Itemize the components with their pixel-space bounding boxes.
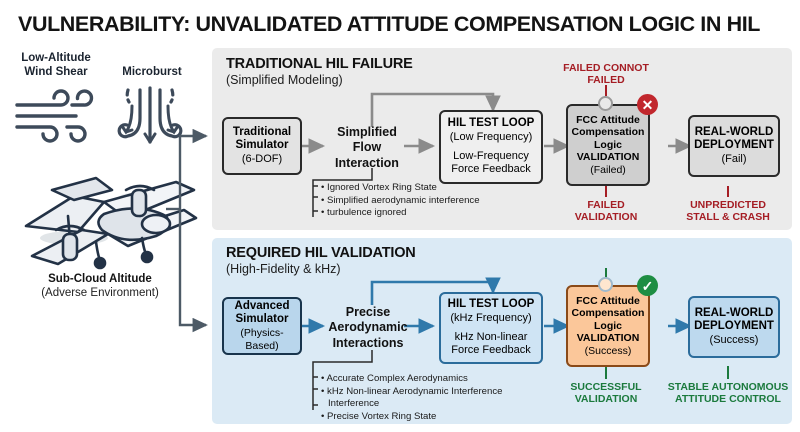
bullets-required: • Accurate Complex Aerodynamics • kHz No… bbox=[321, 373, 502, 424]
caption-line1: UNPREDICTED bbox=[690, 199, 766, 211]
stage-line4: VALIDATION bbox=[576, 332, 640, 345]
altitude-caption: Sub-Cloud Altitude (Adverse Environment) bbox=[2, 272, 198, 301]
stage-line5: (Success) bbox=[584, 344, 632, 357]
altitude-caption-line2: (Adverse Environment) bbox=[41, 287, 159, 300]
bullet-item: • turbulence ignored bbox=[321, 207, 407, 219]
bullet-item: • kHz Non-linear Aerodynamic Interferenc… bbox=[321, 385, 503, 397]
stage-real-world-deployment-success[interactable]: REAL-WORLD DEPLOYMENT (Success) bbox=[688, 296, 780, 358]
stage-line1: Precise bbox=[345, 305, 391, 319]
stage-hil-test-loop-khz[interactable]: HIL TEST LOOP (kHz Frequency) kHz Non-li… bbox=[439, 292, 543, 364]
wind-shear-label-line2: Wind Shear bbox=[24, 65, 88, 78]
stage-line4: Force Feedback bbox=[451, 344, 531, 357]
stage-line1: Advanced bbox=[234, 299, 290, 312]
bullet-text: Interference bbox=[328, 398, 380, 410]
caption-failed-validation: FAILED VALIDATION bbox=[556, 199, 656, 224]
knob-label-line2: FAILED bbox=[587, 74, 625, 87]
stage-line2: Simulator bbox=[235, 313, 289, 326]
stage-line3: Logic bbox=[594, 138, 622, 151]
stage-line3: (Success) bbox=[709, 334, 759, 347]
fail-x-badge: ✕ bbox=[637, 94, 658, 115]
stage-line2: (Low Frequency) bbox=[449, 131, 533, 144]
bullet-text: turbulence ignored bbox=[327, 207, 407, 219]
bullets-traditional: • Ignored Vortex Ring State • Simplified… bbox=[321, 182, 480, 220]
bullet-text: kHz Non-linear Aerodynamic Interference bbox=[327, 385, 503, 397]
bullet-text: Ignored Vortex Ring State bbox=[327, 182, 437, 193]
stage-line1: FCC Attitude bbox=[576, 113, 640, 126]
wind-shear-label-line1: Low-Altitude bbox=[21, 52, 91, 64]
stage-precise-aerodynamic-interactions: Precise Aerodynamic Interactions bbox=[327, 305, 409, 351]
stage-line3: (6-DOF) bbox=[241, 153, 283, 166]
caption-line1: STABLE AUTONOMOUS bbox=[667, 381, 789, 393]
bullet-text: Precise Vortex Ring State bbox=[327, 410, 437, 422]
wind-shear-label: Low-Altitude Wind Shear bbox=[6, 52, 106, 79]
stage-simplified-flow-interaction: Simplified Flow Interaction bbox=[327, 125, 407, 171]
panel-subtitle-traditional: (Simplified Modeling) bbox=[226, 73, 343, 87]
stage-line1: Traditional bbox=[232, 125, 292, 138]
knob-label-line1: FAILED CONNOT bbox=[563, 62, 649, 74]
panel-subtitle-required: (High-Fidelity & kHz) bbox=[226, 262, 341, 276]
caption-line2: VALIDATION bbox=[574, 211, 638, 224]
stage-line1: REAL-WORLD bbox=[694, 306, 774, 319]
stage-line5: (Failed) bbox=[590, 163, 626, 176]
altitude-caption-line1: Sub-Cloud Altitude bbox=[48, 273, 152, 285]
validation-knob-indicator-success bbox=[598, 277, 613, 292]
bullet-text: Simplified aerodynamic interference bbox=[327, 194, 480, 206]
bullet-item-continuation: Interference bbox=[321, 398, 502, 411]
stage-line2: Simulator bbox=[235, 139, 289, 152]
page-title: VULNERABILITY: UNVALIDATED ATTITUDE COMP… bbox=[18, 12, 760, 36]
caption-line1: SUCCESSFUL bbox=[570, 381, 642, 393]
stage-fcc-attitude-compensation-validation-success[interactable]: FCC Attitude Compensation Logic VALIDATI… bbox=[566, 285, 650, 367]
microburst-downdraft-icon bbox=[117, 86, 183, 144]
bullet-item: • Precise Vortex Ring State bbox=[321, 410, 437, 422]
stage-line3: Low-Frequency bbox=[453, 150, 529, 163]
stage-advanced-simulator[interactable]: Advanced Simulator (Physics-Based) bbox=[222, 297, 302, 355]
wind-shear-icon bbox=[15, 89, 94, 143]
stage-line3: Interaction bbox=[335, 155, 399, 170]
stage-traditional-simulator[interactable]: Traditional Simulator (6-DOF) bbox=[222, 117, 302, 175]
stage-line1: FCC Attitude bbox=[576, 294, 640, 307]
caption-line2: ATTITUDE CONTROL bbox=[675, 393, 781, 406]
stage-line2: Compensation bbox=[571, 126, 645, 139]
validation-knob-indicator-failed bbox=[598, 96, 613, 111]
stage-line3: Interactions bbox=[332, 335, 404, 350]
panel-title-traditional: TRADITIONAL HIL FAILURE bbox=[226, 56, 413, 72]
panel-title-required: REQUIRED HIL VALIDATION bbox=[226, 245, 416, 261]
bullet-item: • Accurate Complex Aerodynamics bbox=[321, 373, 468, 384]
stage-line3: Logic bbox=[594, 319, 622, 332]
caption-unpredicted-stall-crash: UNPREDICTED STALL & CRASH bbox=[668, 199, 788, 224]
stage-real-world-deployment-fail[interactable]: REAL-WORLD DEPLOYMENT (Fail) bbox=[688, 115, 780, 177]
stage-hil-test-loop-low-frequency[interactable]: HIL TEST LOOP (Low Frequency) Low-Freque… bbox=[439, 110, 543, 184]
stage-line4: Force Feedback bbox=[451, 163, 531, 176]
caption-line2: STALL & CRASH bbox=[686, 211, 770, 224]
bullet-text: Accurate Complex Aerodynamics bbox=[326, 373, 468, 384]
microburst-label: Microburst bbox=[122, 66, 182, 78]
stage-line1: HIL TEST LOOP bbox=[447, 298, 535, 311]
stage-line2: Compensation bbox=[571, 307, 645, 320]
caption-successful-validation: SUCCESSFUL VALIDATION bbox=[551, 381, 661, 406]
caption-line1: FAILED bbox=[587, 199, 625, 211]
stage-line2: DEPLOYMENT bbox=[694, 139, 774, 152]
stage-line2: Aerodynamic bbox=[328, 320, 408, 335]
stage-line2: (kHz Frequency) bbox=[450, 312, 532, 325]
stage-line1: Simplified bbox=[337, 125, 397, 139]
stage-line3: kHz Non-linear bbox=[454, 331, 528, 344]
caption-stable-autonomous-attitude-control: STABLE AUTONOMOUS ATTITUDE CONTROL bbox=[655, 381, 800, 406]
evtol-aircraft-icon bbox=[24, 176, 198, 270]
stage-line1: HIL TEST LOOP bbox=[447, 117, 535, 130]
success-check-badge: ✓ bbox=[637, 275, 658, 296]
stage-line2: DEPLOYMENT bbox=[694, 320, 774, 333]
bullet-item: • Ignored Vortex Ring State bbox=[321, 182, 437, 193]
stage-line3: (Physics-Based) bbox=[240, 327, 284, 352]
stage-line1: REAL-WORLD bbox=[694, 125, 774, 138]
bullet-item: • Simplified aerodynamic interference bbox=[321, 194, 480, 206]
stage-line4: VALIDATION bbox=[576, 151, 640, 164]
stage-line2: Flow bbox=[352, 140, 382, 155]
stage-line3: (Fail) bbox=[721, 153, 747, 166]
knob-label-failed-cannot: FAILED CONNOT FAILED bbox=[556, 62, 656, 87]
stage-fcc-attitude-compensation-validation-failed[interactable]: FCC Attitude Compensation Logic VALIDATI… bbox=[566, 104, 650, 186]
caption-line2: VALIDATION bbox=[574, 393, 638, 406]
